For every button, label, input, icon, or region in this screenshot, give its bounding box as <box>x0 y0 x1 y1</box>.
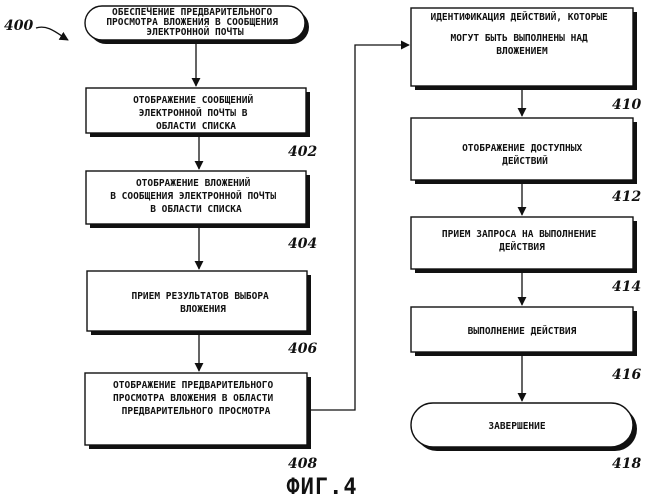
node-416-text: ВЫПОЛНЕНИЕ ДЕЙСТВИЯ <box>468 325 577 337</box>
node-404-line-3: В ОБЛАСТИ СПИСКА <box>150 204 242 215</box>
node-start: ОБЕСПЕЧЕНИЕ ПРЕДВАРИТЕЛЬНОГО ПРОСМОТРА В… <box>85 6 309 44</box>
node-end-text: ЗАВЕРШЕНИЕ <box>488 421 545 432</box>
node-402-line-3: ОБЛАСТИ СПИСКА <box>156 121 236 132</box>
node-408: ОТОБРАЖЕНИЕ ПРЕДВАРИТЕЛЬНОГО ПРОСМОТРА В… <box>85 373 317 472</box>
edge-408-to-410 <box>311 45 409 410</box>
node-406-ref: 406 <box>288 341 317 357</box>
node-412-line-1: ОТОБРАЖЕНИЕ ДОСТУПНЫХ <box>462 143 582 154</box>
node-404: ОТОБРАЖЕНИЕ ВЛОЖЕНИЙ В СООБЩЕНИЯ ЭЛЕКТРО… <box>86 171 317 252</box>
figure-caption: ФИГ.4 <box>286 475 357 500</box>
node-408-line-2: ПРОСМОТРА ВЛОЖЕНИЯ В ОБЛАСТИ <box>113 393 273 404</box>
node-412-ref: 412 <box>612 189 641 205</box>
node-414-line-1: ПРИЕМ ЗАПРОСА НА ВЫПОЛНЕНИЕ <box>442 229 597 240</box>
node-410-line-2: МОГУТ БЫТЬ ВЫПОЛНЕНЫ НАД <box>450 33 588 44</box>
node-402-ref: 402 <box>288 144 317 160</box>
node-416: ВЫПОЛНЕНИЕ ДЕЙСТВИЯ 416 <box>411 307 641 383</box>
node-410-ref: 410 <box>612 97 641 113</box>
diagram-ref-arrow <box>36 27 68 40</box>
node-406-line-1: ПРИЕМ РЕЗУЛЬТАТОВ ВЫБОРА <box>131 291 269 302</box>
node-406-line-2: ВЛОЖЕНИЯ <box>180 304 226 315</box>
node-416-line-1: ВЫПОЛНЕНИЕ ДЕЙСТВИЯ <box>468 325 577 337</box>
node-end-line-1: ЗАВЕРШЕНИЕ <box>488 421 545 432</box>
diagram-ref-label: 400 <box>4 18 33 34</box>
node-404-line-2: В СООБЩЕНИЯ ЭЛЕКТРОННОЙ ПОЧТЫ <box>110 190 276 202</box>
node-410: ИДЕНТИФИКАЦИЯ ДЕЙСТВИЙ, КОТОРЫЕ МОГУТ БЫ… <box>411 8 641 113</box>
node-408-line-3: ПРЕДВАРИТЕЛЬНОГО ПРОСМОТРА <box>122 406 271 417</box>
node-402-line-1: ОТОБРАЖЕНИЕ СООБЩЕНИЙ <box>133 94 253 106</box>
node-414-ref: 414 <box>612 279 641 295</box>
node-410-line-1: ИДЕНТИФИКАЦИЯ ДЕЙСТВИЙ, КОТОРЫЕ <box>430 11 608 23</box>
node-start-line-3: ЭЛЕКТРОННОЙ ПОЧТЫ <box>146 26 244 38</box>
node-408-ref: 408 <box>288 456 317 472</box>
node-402: ОТОБРАЖЕНИЕ СООБЩЕНИЙ ЭЛЕКТРОННОЙ ПОЧТЫ … <box>86 88 317 160</box>
node-406: ПРИЕМ РЕЗУЛЬТАТОВ ВЫБОРА ВЛОЖЕНИЯ 406 <box>87 271 317 357</box>
node-408-line-1: ОТОБРАЖЕНИЕ ПРЕДВАРИТЕЛЬНОГО <box>113 380 273 391</box>
node-412-line-2: ДЕЙСТВИЙ <box>502 155 548 167</box>
node-404-line-1: ОТОБРАЖЕНИЕ ВЛОЖЕНИЙ <box>136 177 251 189</box>
node-414: ПРИЕМ ЗАПРОСА НА ВЫПОЛНЕНИЕ ДЕЙСТВИЯ 414 <box>411 217 641 295</box>
node-end: ЗАВЕРШЕНИЕ 418 <box>411 403 641 472</box>
node-410-line-3: ВЛОЖЕНИЕМ <box>496 46 548 57</box>
node-412: ОТОБРАЖЕНИЕ ДОСТУПНЫХ ДЕЙСТВИЙ 412 <box>411 118 641 205</box>
node-402-line-2: ЭЛЕКТРОННОЙ ПОЧТЫ В <box>139 107 248 119</box>
node-408-text: ОТОБРАЖЕНИЕ ПРЕДВАРИТЕЛЬНОГО ПРОСМОТРА В… <box>113 380 279 417</box>
node-end-ref: 418 <box>612 456 641 472</box>
node-414-line-2: ДЕЙСТВИЯ <box>499 241 545 253</box>
node-416-ref: 416 <box>612 367 641 383</box>
node-404-ref: 404 <box>288 236 317 252</box>
